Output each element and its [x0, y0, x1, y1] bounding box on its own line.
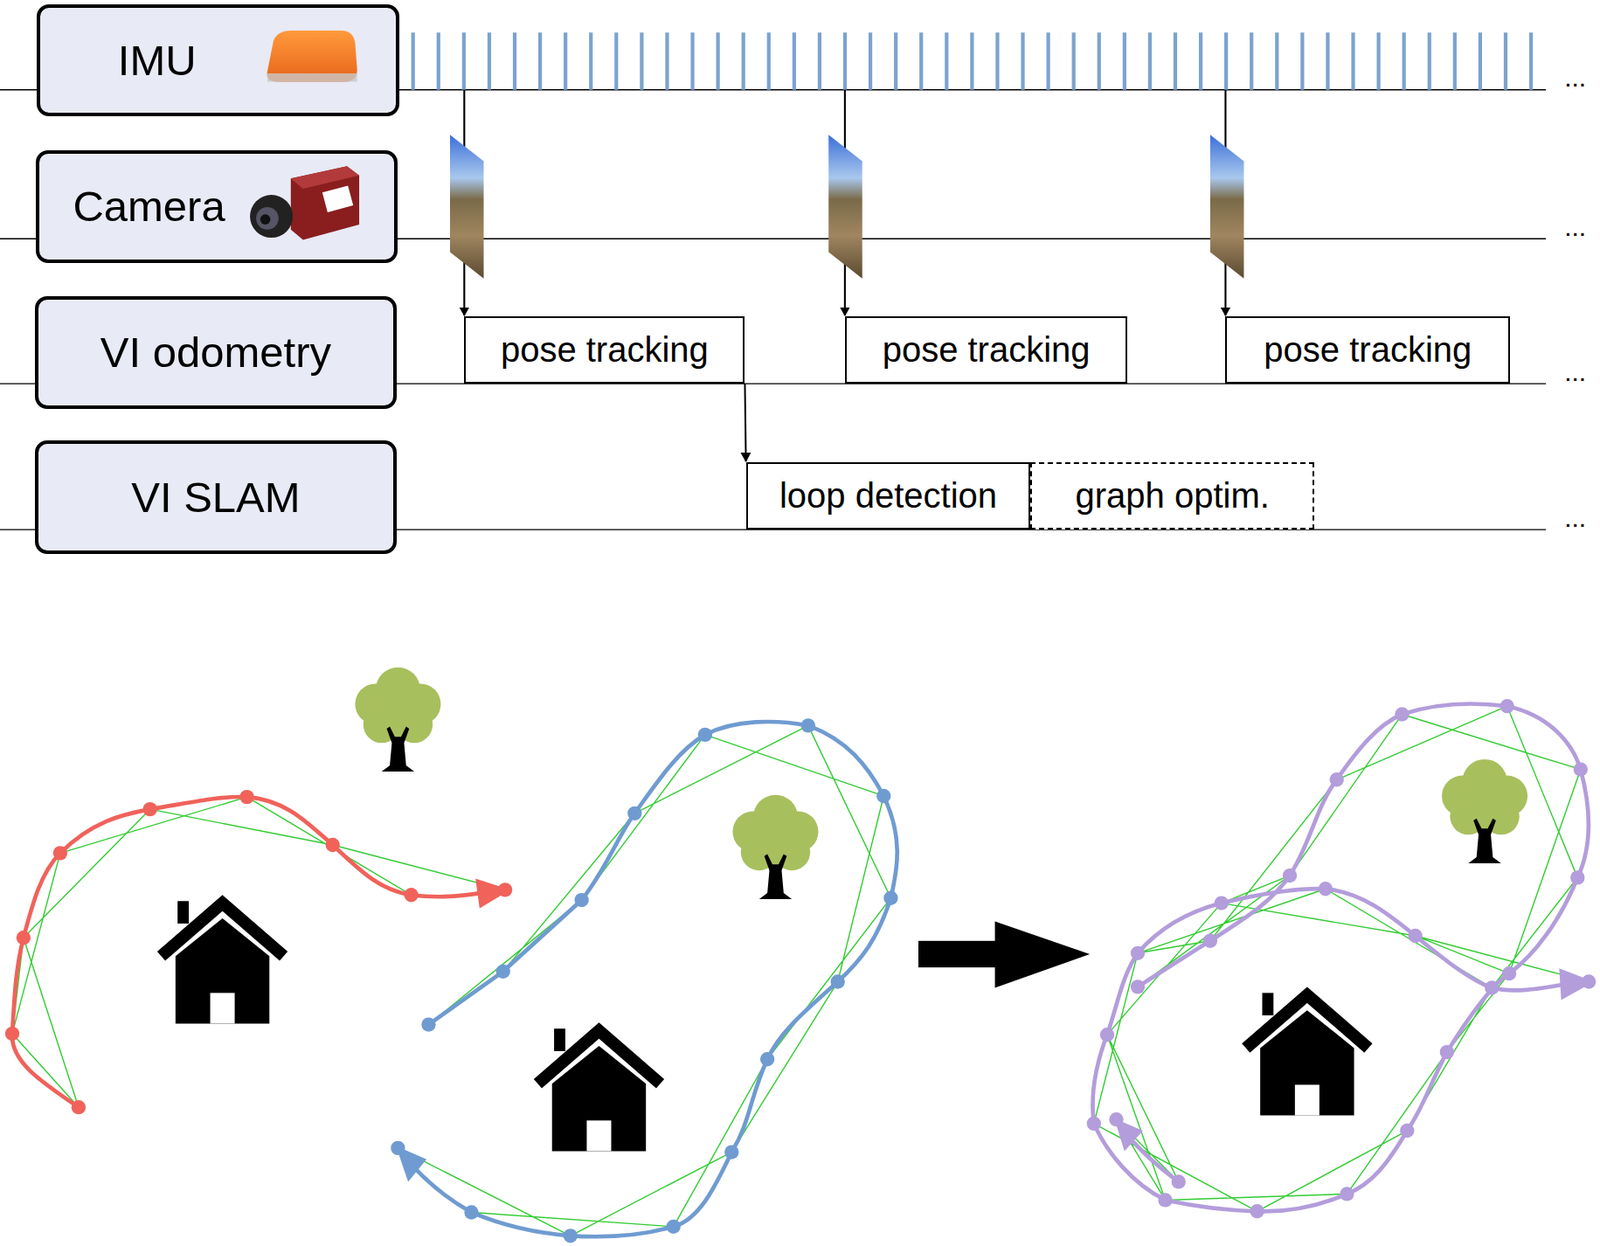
tree-icon — [1441, 759, 1528, 864]
node-text: VI SLAM — [131, 472, 300, 522]
trajectory-blue — [390, 718, 898, 1243]
trajectory-purple — [1087, 699, 1597, 1219]
node-text: Camera — [72, 181, 225, 231]
process-box: pose tracking — [845, 316, 1128, 384]
row-label-box: Camera — [35, 150, 399, 264]
continuation-mark: ... — [1564, 62, 1587, 93]
tree-icon — [732, 795, 818, 900]
node-text: pose tracking — [500, 330, 709, 370]
imu-ticks — [411, 32, 1536, 90]
house-icon — [1246, 992, 1369, 1116]
continuation-mark: ... — [1564, 357, 1587, 388]
process-box: pose tracking — [1225, 316, 1510, 384]
node-text: pose tracking — [882, 330, 1091, 370]
row-label-box: VI odometry — [34, 296, 398, 410]
continuation-mark: ... — [1564, 503, 1587, 534]
node-text: IMU — [117, 35, 197, 85]
node-text: VI odometry — [100, 327, 332, 377]
node-text: graph optim. — [1075, 476, 1270, 516]
node-text: pose tracking — [1263, 330, 1472, 370]
imu-icon — [267, 30, 358, 82]
row-label-box: VI SLAM — [34, 440, 398, 555]
trigger-arrow — [464, 90, 1226, 316]
process-box: pose tracking — [464, 316, 745, 384]
trajectory-red — [5, 789, 513, 1115]
process-box-dashed: graph optim. — [1030, 462, 1315, 530]
house-icon — [161, 900, 284, 1024]
node-text: loop detection — [779, 476, 998, 516]
camera-icon — [249, 166, 360, 240]
transform-arrow — [918, 921, 1090, 989]
continuation-mark: ... — [1564, 212, 1587, 243]
camera-frame — [450, 134, 1244, 279]
house-icon — [537, 1028, 660, 1151]
connector-arrow — [744, 383, 746, 462]
tree-icon — [354, 667, 441, 772]
row-label-box: IMU — [36, 4, 400, 117]
process-box: loop detection — [746, 462, 1032, 530]
